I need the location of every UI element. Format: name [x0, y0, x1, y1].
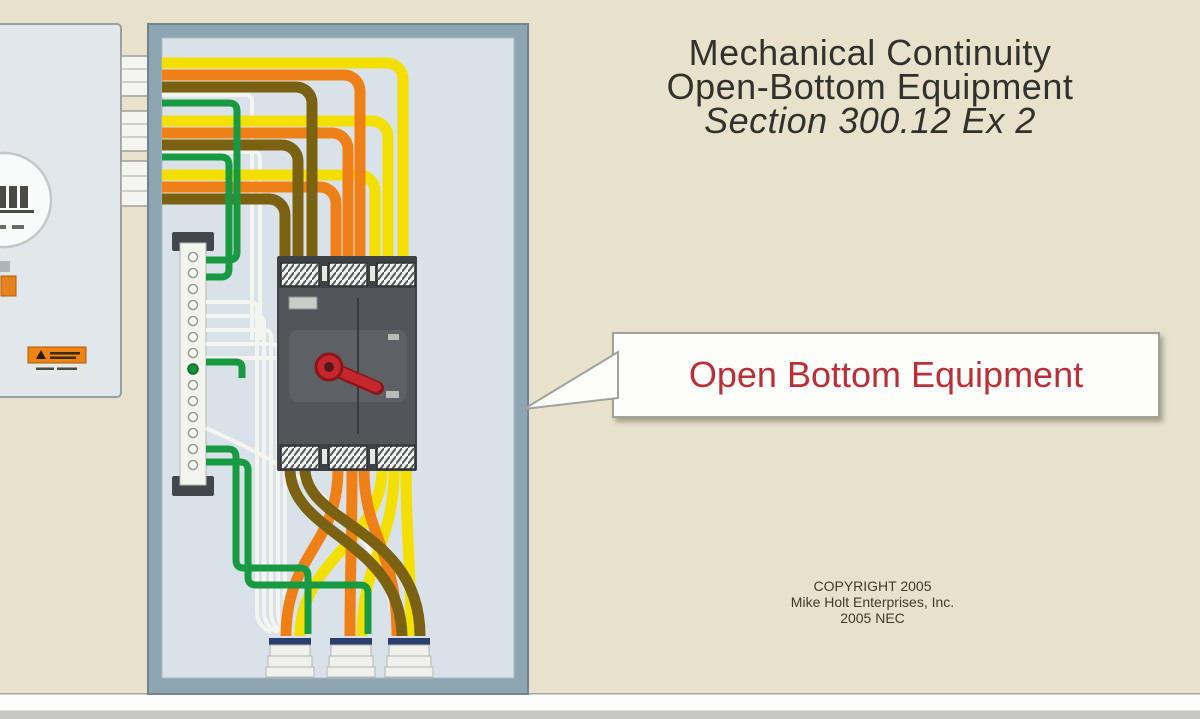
breaker-lugs-top — [280, 262, 416, 287]
wire-green — [162, 153, 233, 281]
wire-orange — [162, 181, 342, 272]
neutral-ground-bar — [172, 232, 214, 496]
wire-orange — [162, 69, 366, 272]
wire-white — [162, 150, 262, 340]
wire-yellow — [162, 115, 394, 272]
conduit-stubs — [120, 55, 150, 207]
load-wires — [280, 469, 426, 637]
wire-green — [206, 445, 312, 634]
circuit-breaker — [277, 256, 417, 471]
title-line-3: Section 300.12 Ex 2 — [704, 100, 1036, 141]
wire-brown — [284, 469, 408, 637]
conduit-stub — [120, 160, 150, 207]
breaker-handle — [314, 352, 384, 395]
wire-white — [206, 300, 272, 634]
wire-green — [206, 358, 246, 378]
meter-tab — [0, 261, 10, 272]
copyright-line-3: 2005 NEC — [840, 610, 905, 626]
wire-orange — [280, 469, 344, 637]
orange-marker — [0, 275, 17, 297]
conduit-stub — [120, 55, 150, 97]
title-line-2: Open-Bottom Equipment — [666, 66, 1074, 107]
breaker-lugs-bottom — [280, 445, 416, 470]
wire-brown — [299, 469, 426, 637]
wire-white — [206, 328, 284, 634]
page-title: Mechanical Continuity Open-Bottom Equipm… — [580, 32, 1160, 141]
wire-brown — [162, 139, 304, 272]
off-marker — [386, 391, 399, 398]
electric-meter — [0, 151, 53, 249]
conduit-fitting — [326, 638, 376, 678]
copyright-line-2: Mike Holt Enterprises, Inc. — [790, 594, 955, 610]
title-line-1: Mechanical Continuity — [688, 32, 1052, 73]
warning-label — [27, 346, 87, 374]
wire-yellow — [400, 469, 417, 637]
conduit-fitting — [265, 638, 315, 678]
copyright-line-1: COPYRIGHT 2005 — [813, 578, 932, 594]
conduit-stub — [120, 110, 150, 152]
wire-yellow — [294, 469, 388, 637]
callout-tail — [523, 350, 619, 410]
wire-brown — [162, 81, 318, 272]
copyright-notice: COPYRIGHT 2005 Mike Holt Enterprises, In… — [700, 578, 1045, 626]
breaker-label — [288, 296, 318, 310]
callout-text: Open Bottom Equipment — [688, 354, 1084, 395]
meter-panel — [0, 23, 122, 398]
wire-white — [162, 93, 254, 340]
conduit-fitting — [384, 638, 434, 678]
on-marker — [388, 334, 399, 340]
ground-wires — [162, 99, 372, 634]
callout-bubble: Open Bottom Equipment — [523, 332, 1160, 418]
wire-orange — [162, 127, 354, 272]
wire-white — [206, 314, 279, 634]
wire-yellow — [162, 57, 409, 272]
bottom-conduit-fittings — [265, 638, 434, 678]
feeder-wires — [162, 57, 426, 637]
wire-green — [206, 458, 372, 634]
floor — [0, 693, 1200, 719]
wire-orange — [344, 469, 358, 637]
wire-brown — [162, 193, 291, 272]
